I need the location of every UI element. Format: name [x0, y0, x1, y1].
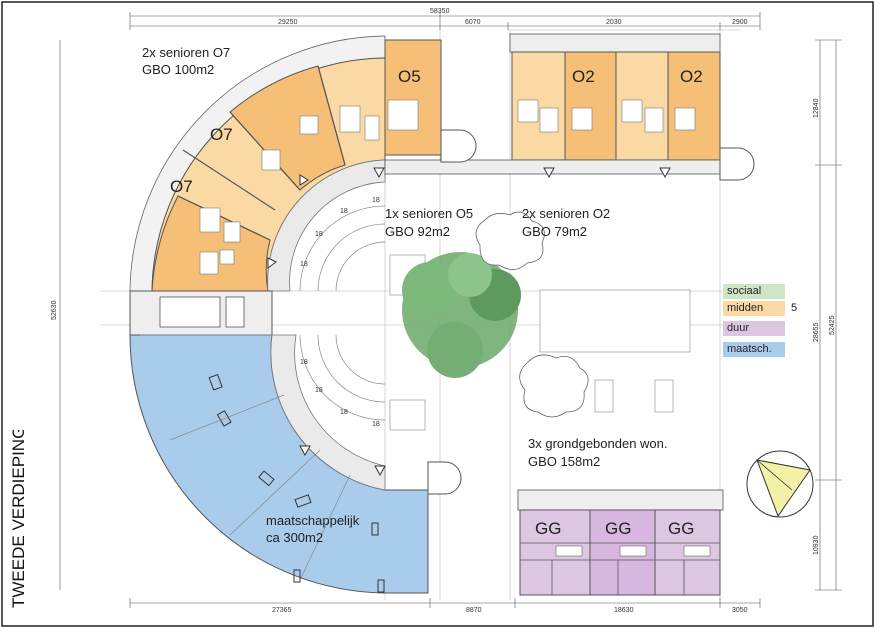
dim-right-c: 10930 — [813, 535, 820, 555]
annotation-gg-line1: 3x grondgebonden won. — [528, 436, 668, 451]
dimension-sides — [59, 39, 842, 591]
stair-arcs — [299, 205, 386, 421]
legend-midden-count: 5 — [791, 302, 798, 314]
label-o7-b: O7 — [170, 177, 193, 196]
svg-text:18: 18 — [340, 409, 348, 416]
o5-bath — [387, 99, 419, 131]
unit-o5 — [384, 39, 442, 156]
gallery-top-walk — [384, 159, 721, 175]
gg-dividers — [520, 542, 720, 595]
courtyard-pads — [389, 254, 691, 431]
svg-text:18: 18 — [340, 208, 348, 215]
legend-duur-label: duur — [727, 322, 750, 334]
legend-sociaal-label: sociaal — [727, 285, 762, 297]
annotation-maats-line1: maatschappelijk — [266, 513, 360, 528]
radial-lines-bottom — [140, 334, 351, 581]
gg-block-hatch — [517, 489, 724, 511]
legend-midden: midden — [723, 301, 785, 316]
floor-title-text: TWEEDE VERDIEPING — [9, 430, 28, 608]
legend-sociaal: sociaal — [723, 284, 785, 299]
inner-gallery-bottom — [270, 334, 386, 491]
dim-bottom-c: 18630 — [614, 607, 634, 614]
dim-bottom-b: 8870 — [466, 607, 482, 614]
dim-right-a: 12840 — [813, 98, 820, 118]
dim-bottom-a: 27365 — [272, 607, 292, 614]
stair-core — [159, 296, 221, 328]
elevator — [225, 296, 245, 328]
annotation-maats-line2: ca 300m2 — [266, 530, 323, 545]
legend-maatsch: maatsch. — [723, 342, 785, 357]
svg-text:18: 18 — [372, 421, 380, 428]
dim-top-c: 2030 — [606, 19, 622, 26]
dim-left: 52630 — [51, 300, 58, 320]
legend-duur: duur — [723, 321, 785, 336]
annotation-gg-line2: GBO 158m2 — [528, 454, 600, 469]
dim-top-b: 6070 — [465, 19, 481, 26]
label-o2-b: O2 — [680, 67, 703, 86]
legend-maatsch-label: maatsch. — [727, 343, 772, 355]
label-gg-b: GG — [605, 519, 631, 538]
tree-outline-bottom — [519, 354, 589, 418]
tree-outline-top — [475, 211, 545, 270]
annotation-o2-line2: GBO 79m2 — [522, 224, 587, 239]
o2-left-dark — [564, 51, 617, 161]
o2-wet-cells — [517, 99, 696, 133]
dimension-top — [129, 12, 761, 30]
o2-right-dark — [667, 51, 721, 161]
label-o7-a: O7 — [210, 125, 233, 144]
label-gg-c: GG — [668, 519, 694, 538]
svg-text:18: 18 — [315, 231, 323, 238]
balcony-o5 — [440, 129, 477, 163]
entry-markers — [267, 167, 671, 477]
dim-top-d: 2900 — [732, 19, 748, 26]
dim-right-total: 52425 — [829, 315, 836, 335]
tree-main — [402, 252, 521, 378]
svg-text:18: 18 — [372, 197, 380, 204]
label-gg-a: GG — [535, 519, 561, 538]
annotation-o2-line1: 2x senioren O2 — [522, 206, 610, 221]
dim-right-b: 28655 — [813, 322, 820, 342]
wet-cells-top — [199, 105, 380, 275]
annotation-o5-line2: GBO 92m2 — [385, 224, 450, 239]
stair-markers: 18 18 18 18 18 18 18 18 — [300, 197, 380, 428]
dim-top-total: 58350 — [430, 8, 450, 15]
svg-text:18: 18 — [300, 261, 308, 268]
annotation-o7-line1: 2x senioren O7 — [142, 45, 230, 60]
dimension-bottom — [129, 598, 761, 608]
svg-text:18: 18 — [300, 359, 308, 366]
dim-top-a: 29250 — [278, 19, 298, 26]
dim-bottom-d: 3050 — [732, 607, 748, 614]
svg-text:18: 18 — [315, 387, 323, 394]
balcony-o2 — [719, 147, 755, 181]
balcony-bottom — [427, 461, 462, 495]
o2-block-hatch — [509, 33, 721, 53]
label-o5: O5 — [398, 67, 421, 86]
compass-icon — [746, 450, 814, 518]
legend-midden-label: midden — [727, 302, 764, 314]
floor-title: TWEEDE VERDIEPING — [9, 430, 28, 608]
annotation-o7-line2: GBO 100m2 — [142, 62, 214, 77]
annotation-o5-line1: 1x senioren O5 — [385, 206, 473, 221]
columns-blue — [208, 374, 385, 593]
gg-stairs — [555, 545, 711, 557]
label-o2-a: O2 — [572, 67, 595, 86]
